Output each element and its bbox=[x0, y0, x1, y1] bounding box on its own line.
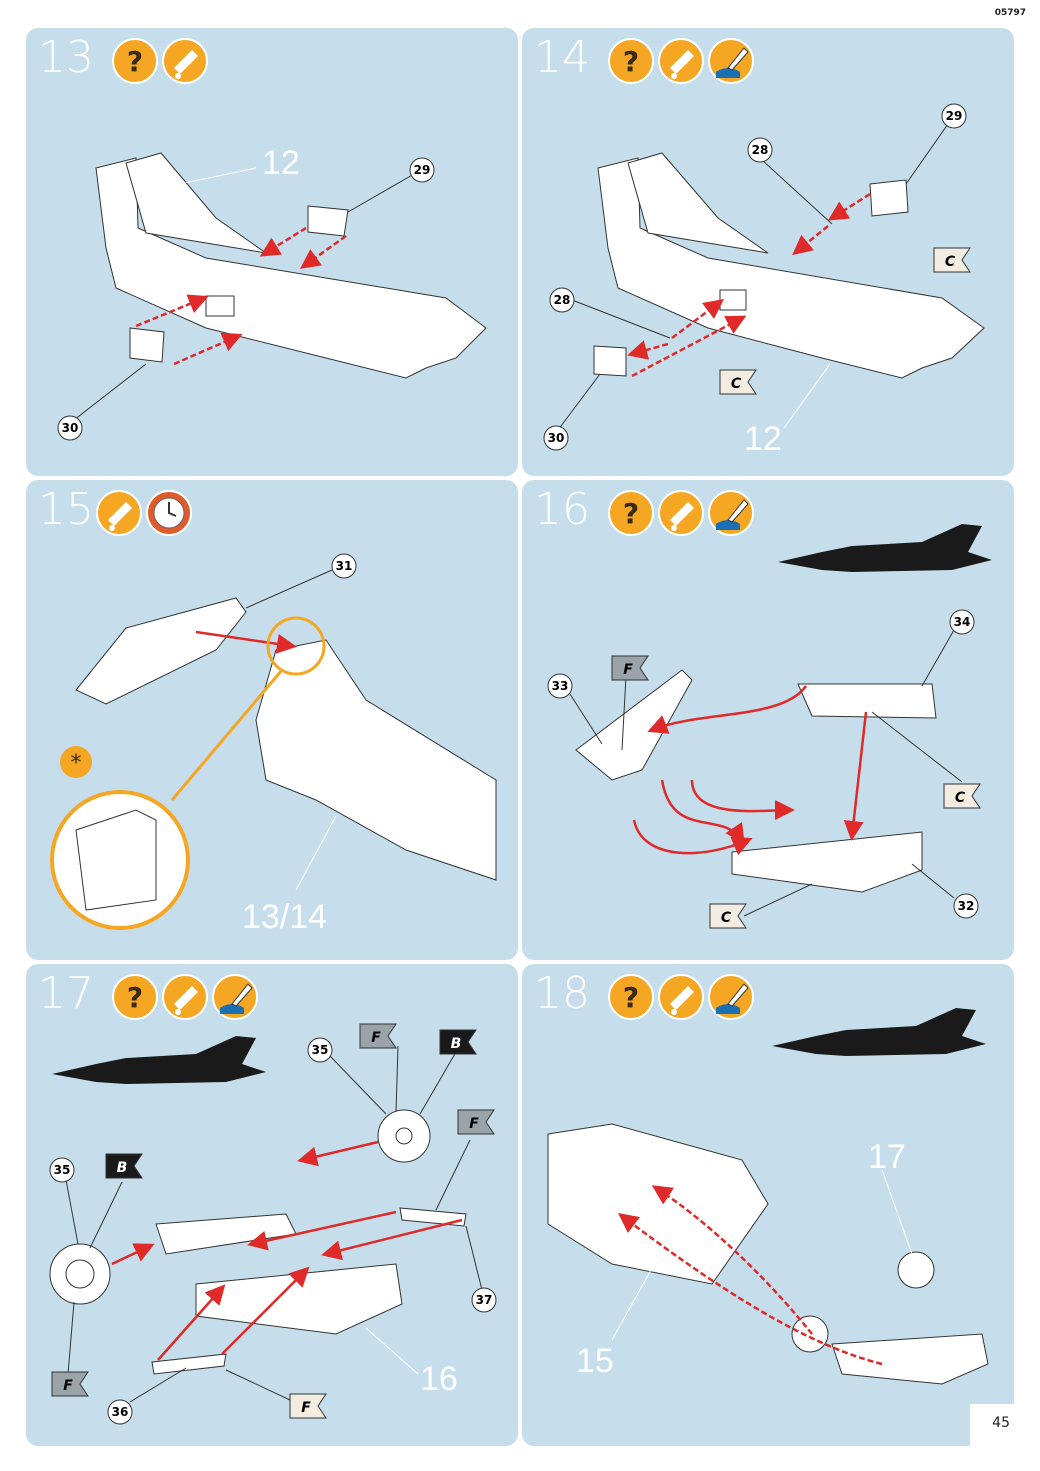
step-15-panel: 15 * 31 13/14 bbox=[26, 480, 518, 960]
step-16-panel: 16 33 34 32 F C bbox=[522, 480, 1014, 960]
step-16-illustration: 33 34 32 F C C bbox=[547, 524, 992, 929]
svg-text:B: B bbox=[451, 1036, 462, 1052]
step-number: 14 bbox=[534, 32, 590, 83]
callout-13-14: 13/14 bbox=[242, 898, 327, 936]
page-number: 45 bbox=[992, 1415, 1010, 1431]
step-number: 15 bbox=[38, 484, 94, 535]
callout-17: 17 bbox=[868, 1138, 906, 1176]
callout-32: 32 bbox=[958, 899, 975, 913]
step-14-illustration: 28 29 28 30 12 C C bbox=[543, 103, 985, 458]
paint-tag-f: F bbox=[457, 1109, 495, 1135]
callout-34: 34 bbox=[954, 615, 971, 629]
paint-tag-f: F bbox=[359, 1023, 397, 1049]
aircraft-silhouette-icon bbox=[772, 1008, 986, 1056]
step-number: 13 bbox=[38, 32, 94, 83]
asterisk-icon: * bbox=[60, 746, 92, 778]
aircraft-silhouette-icon bbox=[52, 1036, 266, 1084]
step-number: 18 bbox=[534, 968, 590, 1019]
svg-text:B: B bbox=[117, 1160, 128, 1176]
svg-text:F: F bbox=[469, 1116, 479, 1132]
callout-35b: 35 bbox=[54, 1163, 71, 1177]
aircraft-silhouette-icon bbox=[778, 524, 992, 572]
callout-28: 28 bbox=[752, 143, 769, 157]
step-17-illustration: 35 35 37 36 16 F B F B bbox=[49, 1023, 497, 1425]
step-17-panel: 17 35 35 37 36 16 bbox=[26, 964, 518, 1446]
paint-tag-f: F bbox=[51, 1371, 89, 1397]
step-18-illustration: 17 15 bbox=[547, 1008, 1014, 1446]
svg-text:F: F bbox=[623, 662, 633, 678]
callout-30: 30 bbox=[548, 431, 565, 445]
callout-36: 36 bbox=[112, 1405, 129, 1419]
paint-tag-f: F bbox=[289, 1393, 327, 1419]
paint-tag-c: C bbox=[709, 903, 747, 929]
paint-tag-f: F bbox=[611, 655, 649, 681]
paint-tag-c: C bbox=[719, 369, 757, 395]
svg-text:C: C bbox=[731, 376, 742, 392]
svg-text:*: * bbox=[71, 751, 82, 776]
callout-31: 31 bbox=[336, 559, 353, 573]
svg-text:F: F bbox=[63, 1378, 73, 1394]
paint-tag-c: C bbox=[933, 247, 971, 273]
callout-29: 29 bbox=[946, 109, 963, 123]
callout-30: 30 bbox=[62, 421, 79, 435]
callout-29: 29 bbox=[414, 163, 431, 177]
svg-text:C: C bbox=[721, 910, 732, 926]
callout-35: 35 bbox=[312, 1043, 329, 1057]
document-code: 05797 bbox=[994, 8, 1026, 18]
step-number: 17 bbox=[38, 968, 94, 1019]
svg-text:F: F bbox=[301, 1400, 311, 1416]
callout-12: 12 bbox=[744, 420, 782, 458]
callout-28b: 28 bbox=[554, 293, 571, 307]
callout-15: 15 bbox=[576, 1342, 614, 1380]
callout-16: 16 bbox=[420, 1360, 458, 1398]
paint-tag-b: B bbox=[105, 1153, 143, 1179]
paint-tag-c: C bbox=[943, 783, 981, 809]
step-number: 16 bbox=[534, 484, 590, 535]
step-13-illustration: 12 29 30 bbox=[57, 144, 487, 441]
callout-12: 12 bbox=[262, 144, 300, 182]
svg-text:F: F bbox=[371, 1030, 381, 1046]
step-15-illustration: * 31 13/14 bbox=[50, 553, 497, 936]
step-13-panel: 13 12 29 30 bbox=[26, 28, 518, 476]
step-18-panel: 18 17 15 bbox=[522, 964, 1014, 1446]
svg-text:C: C bbox=[945, 254, 956, 270]
callout-33: 33 bbox=[552, 679, 569, 693]
callout-37: 37 bbox=[476, 1293, 493, 1307]
step-14-panel: 14 28 29 28 30 12 C bbox=[522, 28, 1014, 476]
svg-text:C: C bbox=[955, 790, 966, 806]
paint-tag-b: B bbox=[439, 1029, 477, 1055]
